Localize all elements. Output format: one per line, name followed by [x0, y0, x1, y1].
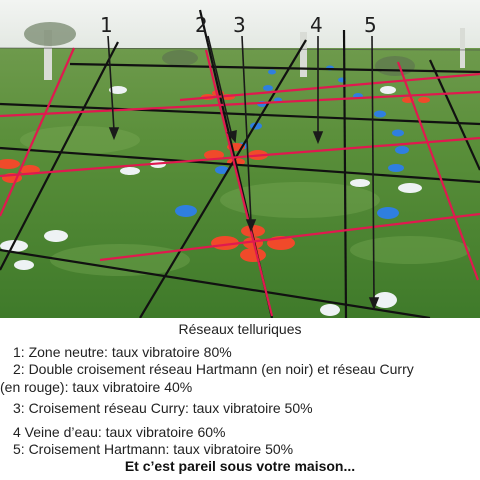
marker-label-3: 3: [233, 13, 246, 37]
background-trees: [44, 28, 465, 80]
white-leaves: [0, 86, 422, 316]
curry-grid-lines: [0, 47, 480, 317]
marker-label-4: 4: [310, 13, 323, 37]
marker-label-5: 5: [364, 13, 377, 37]
legend-line-5: 5: Croisement Hartmann: taux vibratoire …: [13, 441, 294, 457]
caption-title: Réseaux telluriques: [178, 321, 302, 337]
marker-label-2: 2: [195, 13, 208, 37]
closing-statement: Et c’est pareil sous votre maison...: [124, 458, 356, 474]
marker-arrows: [107, 35, 380, 311]
legend-line-3: 3: Croisement réseau Curry: taux vibrato…: [13, 400, 313, 416]
legend-line-2-continued: (en rouge): taux vibratoire 40%: [0, 379, 193, 395]
legend-caption: Réseaux telluriques 1: Zone neutre: taux…: [0, 318, 480, 480]
marker-label-1: 1: [100, 13, 113, 37]
legend-line-4: 4 Veine d’eau: taux vibratoire 60%: [13, 424, 226, 440]
hartmann-grid-lines: [0, 9, 480, 318]
telluric-grid-photo: 1 2 3 4 5: [0, 0, 480, 318]
legend-line-1: 1: Zone neutre: taux vibratoire 80%: [13, 344, 232, 360]
legend-line-2: 2: Double croisement réseau Hartmann (en…: [13, 361, 414, 377]
